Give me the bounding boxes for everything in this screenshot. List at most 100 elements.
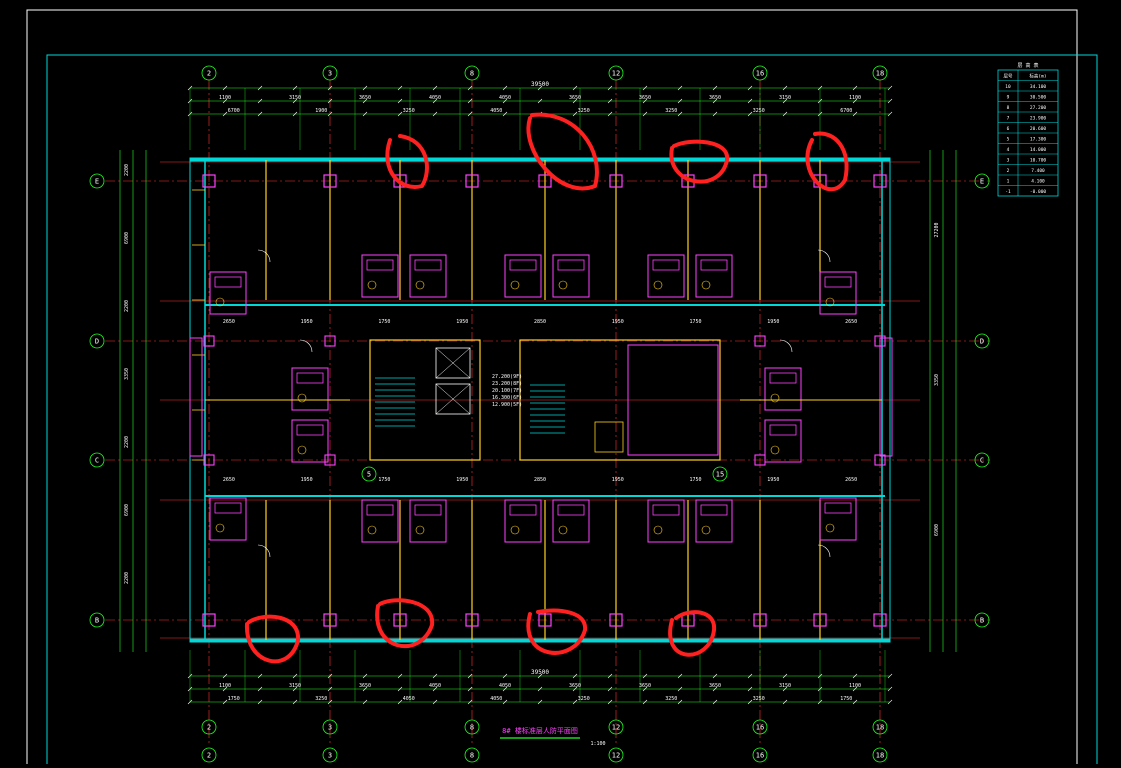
structural-column bbox=[873, 174, 887, 188]
structural-column bbox=[609, 613, 623, 627]
structural-column bbox=[465, 613, 479, 627]
dim-tick bbox=[257, 98, 263, 104]
dim-tick bbox=[222, 699, 228, 705]
bathroom-pod bbox=[552, 254, 590, 298]
structural-column bbox=[203, 454, 215, 466]
dim-tick bbox=[712, 673, 718, 679]
bathroom-pod bbox=[209, 271, 247, 315]
dim-core-bottom: 1950 bbox=[301, 477, 313, 483]
dim-tick bbox=[327, 85, 333, 91]
grid-bubble-bottom-16-label: 16 bbox=[756, 724, 764, 732]
structural-column bbox=[324, 335, 336, 347]
dimension-lines bbox=[119, 85, 957, 705]
dim-tick bbox=[712, 85, 718, 91]
dim-tick bbox=[327, 98, 333, 104]
level-table-elevation: 27.200 bbox=[1030, 105, 1047, 111]
dim-tick bbox=[607, 686, 613, 692]
dim-tick bbox=[397, 111, 403, 117]
bathtub bbox=[769, 424, 797, 436]
dim-tick bbox=[222, 85, 228, 91]
dim-top-row1: 1100 bbox=[219, 95, 231, 101]
highlight-top-col-8 bbox=[526, 112, 599, 191]
dim-tick bbox=[852, 98, 858, 104]
dim-top-row2: 3250 bbox=[665, 108, 677, 114]
dim-tick bbox=[887, 111, 893, 117]
level-table-elevation: -0.000 bbox=[1030, 189, 1047, 195]
dim-tick bbox=[677, 111, 683, 117]
grid-bubble-bottom2-8 bbox=[464, 747, 480, 763]
grid-bubble-top-12 bbox=[608, 65, 624, 81]
dim-bottom-row2: 3250 bbox=[665, 696, 677, 702]
bathtub bbox=[414, 504, 442, 516]
bathtub bbox=[652, 259, 680, 271]
toilet bbox=[558, 525, 568, 535]
dim-tick bbox=[502, 111, 508, 117]
dim-tick bbox=[852, 699, 858, 705]
sheet-border-inner bbox=[46, 54, 1098, 768]
dim-tick bbox=[852, 111, 858, 117]
dim-tick bbox=[852, 85, 858, 91]
bathroom-pod bbox=[209, 497, 247, 541]
highlight-bottom-col-12-16 bbox=[668, 610, 717, 657]
dim-tick bbox=[642, 98, 648, 104]
grid-bubble-top-18 bbox=[872, 65, 888, 81]
level-table-elevation: 34.100 bbox=[1030, 84, 1047, 90]
dim-tick bbox=[502, 699, 508, 705]
dim-tick bbox=[502, 85, 508, 91]
dim-top-row1: 3650 bbox=[569, 95, 581, 101]
dim-tick bbox=[712, 686, 718, 692]
dim-tick bbox=[887, 686, 893, 692]
dim-tick bbox=[607, 673, 613, 679]
elevation-note: 23.200(8F) bbox=[492, 381, 522, 387]
toilet bbox=[770, 393, 780, 403]
elevation-note: 27.200(9F) bbox=[492, 374, 522, 380]
highlight-top-col-12-16 bbox=[669, 139, 730, 184]
dim-bottom-row1: 3150 bbox=[289, 683, 301, 689]
level-table-level: 10 bbox=[1005, 84, 1011, 90]
dim-bottom-row2: 1750 bbox=[840, 696, 852, 702]
core-left bbox=[369, 339, 481, 461]
dim-core-top: 1950 bbox=[301, 319, 313, 325]
dim-bottom-row1: 1100 bbox=[849, 683, 861, 689]
dim-bottom-row2: 4050 bbox=[490, 696, 502, 702]
dim-top-row2: 3250 bbox=[578, 108, 590, 114]
dim-tick bbox=[572, 673, 578, 679]
dim-top-row1: 3150 bbox=[289, 95, 301, 101]
grid-bubble-top-2 bbox=[201, 65, 217, 81]
dim-tick bbox=[747, 699, 753, 705]
level-table-elevation: 4.100 bbox=[1031, 179, 1045, 185]
dim-tick bbox=[607, 85, 613, 91]
dim-tick bbox=[782, 673, 788, 679]
dim-tick bbox=[887, 98, 893, 104]
dim-top-row2: 3250 bbox=[753, 108, 765, 114]
dim-tick bbox=[432, 85, 438, 91]
dim-tick bbox=[747, 686, 753, 692]
grid-bubble-bottom2-3 bbox=[322, 747, 338, 763]
structural-column bbox=[202, 613, 216, 627]
axis-lines bbox=[105, 80, 990, 745]
dim-core-bottom: 2650 bbox=[223, 477, 235, 483]
dim-tick bbox=[642, 686, 648, 692]
dim-tick bbox=[677, 98, 683, 104]
dim-tick bbox=[677, 699, 683, 705]
equipment-room bbox=[627, 344, 719, 456]
level-table-level: 3 bbox=[1007, 158, 1010, 164]
grid-bubble-top-16 bbox=[752, 65, 768, 81]
elevation-note: 12.900(5F) bbox=[492, 402, 522, 408]
dim-tick bbox=[677, 686, 683, 692]
elevator-cross bbox=[435, 347, 471, 379]
bathtub bbox=[700, 259, 728, 271]
toilet bbox=[367, 525, 377, 535]
drawing-title-block: 8# 楼标准层人防平面图 1:100 bbox=[500, 726, 606, 747]
dim-left-v: 2200 bbox=[124, 572, 130, 584]
structural-column bbox=[754, 335, 766, 347]
grid-bubble-top-16-label: 16 bbox=[756, 70, 764, 78]
grid-bubble-top-8 bbox=[464, 65, 480, 81]
toilet bbox=[653, 280, 663, 290]
dim-tick bbox=[572, 85, 578, 91]
dim-tick bbox=[432, 111, 438, 117]
structural-column bbox=[323, 174, 337, 188]
toilet bbox=[825, 523, 835, 533]
